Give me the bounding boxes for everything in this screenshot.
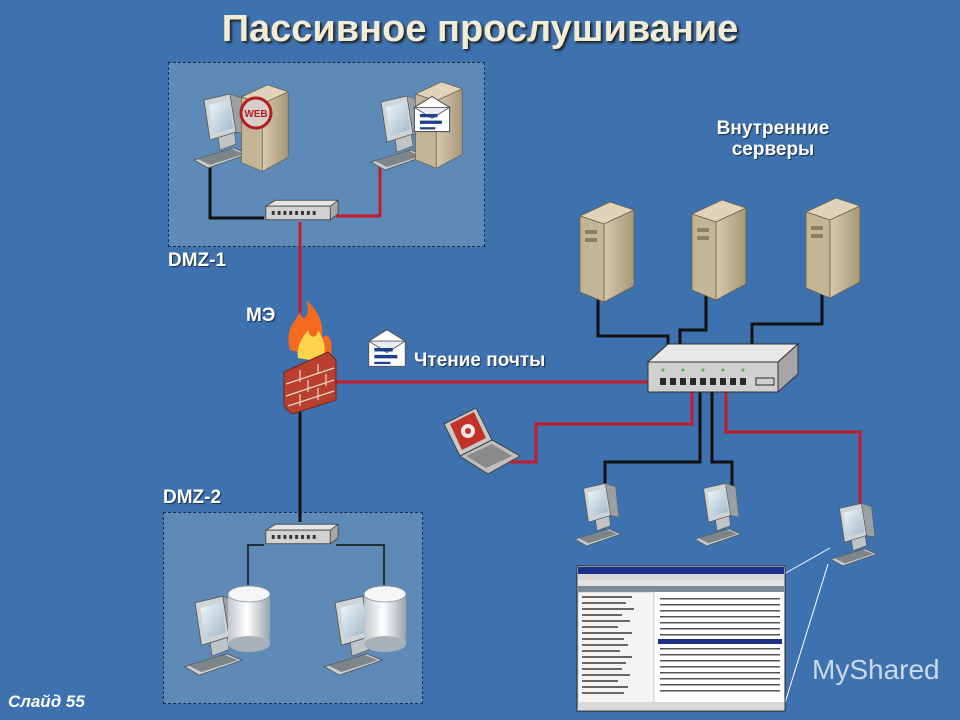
mail-reading-label: Чтение почты: [414, 350, 546, 371]
desktop-computer-icon-c: [830, 502, 878, 567]
cable-pc-a: [603, 388, 702, 490]
cable-dmz2-right: [336, 544, 385, 585]
cable-laptop: [510, 388, 694, 464]
cable-dmz1-pc1: [208, 160, 264, 220]
dmz2-label: DMZ-2: [163, 487, 222, 508]
firewall-label: МЭ: [246, 305, 276, 326]
firewall-icon: [283, 300, 337, 415]
web-badge-text: WEB: [244, 109, 267, 120]
internal-servers-label: Внутренние серверы: [716, 118, 830, 160]
desktop-computer-icon-a: [574, 482, 622, 547]
screenshot-thumbnail: [576, 565, 786, 712]
tower-server-icon-3: [805, 197, 861, 299]
slide-number: Слайд 55: [8, 692, 85, 711]
web-server-icon: WEB: [193, 84, 289, 172]
database-server-icon-1: [183, 585, 271, 676]
cable-dmz2-left: [247, 544, 264, 585]
cable-pc-c: [724, 390, 862, 505]
tower-server-icon-2: [691, 199, 747, 301]
watermark: MyShared: [812, 654, 940, 685]
desktop-computer-icon-b: [694, 482, 742, 547]
dmz2-hub-icon: [265, 523, 339, 545]
database-server-icon-2: [323, 585, 407, 676]
tower-server-icon-1: [579, 201, 635, 303]
mail-icon: [368, 329, 406, 367]
cable-pc-b: [710, 390, 734, 490]
dmz1-hub-icon: [265, 199, 339, 221]
laptop-icon: [443, 407, 522, 475]
cable-dmz1-mail: [336, 165, 382, 218]
slide-title: Пассивное прослушивание: [221, 8, 739, 50]
dmz1-label: DMZ-1: [168, 250, 227, 271]
mail-server-icon: [370, 81, 463, 171]
network-switch-icon: [646, 342, 800, 394]
